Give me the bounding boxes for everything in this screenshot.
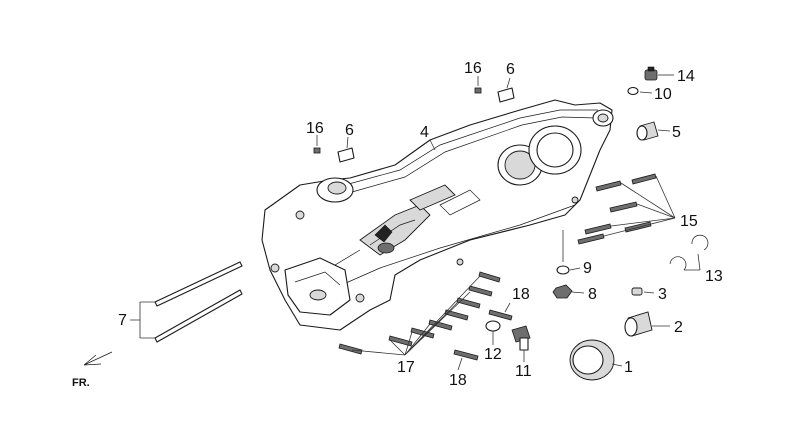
clip-6b <box>337 147 355 163</box>
bolt-16b <box>313 147 321 154</box>
callout-15: 15 <box>680 213 698 230</box>
bolts-18a <box>488 309 513 321</box>
callout-3: 3 <box>658 286 667 303</box>
circlips-13 <box>669 234 709 271</box>
front-label: FR. <box>72 377 90 389</box>
callout-18a: 18 <box>512 286 530 303</box>
callout-7: 7 <box>118 312 127 329</box>
callout-18b: 18 <box>449 372 467 389</box>
callout-17: 17 <box>397 359 415 376</box>
callout-6a: 6 <box>506 61 515 78</box>
washer-9 <box>556 265 570 275</box>
nut-8 <box>552 284 573 299</box>
washer-12 <box>485 320 501 332</box>
callout-16a: 16 <box>464 60 482 77</box>
oil-seal-1 <box>569 339 615 381</box>
callout-16b: 16 <box>306 120 324 137</box>
bolt-16a <box>474 87 482 94</box>
callout-11: 11 <box>515 363 532 380</box>
drain-plug-11 <box>511 325 531 351</box>
clip-6a <box>497 87 515 103</box>
callout-4: 4 <box>420 124 429 141</box>
callout-12: 12 <box>484 346 502 363</box>
bolts-15 <box>577 173 657 245</box>
bolts-18b <box>453 349 479 361</box>
dowel-3 <box>631 287 643 296</box>
callout-6b: 6 <box>345 122 354 139</box>
callout-1: 1 <box>624 359 633 376</box>
bushing-5 <box>636 121 659 141</box>
callout-2: 2 <box>674 319 683 336</box>
front-direction-indicator: FR. <box>72 351 113 389</box>
callout-labels: 1 2 3 4 5 6 6 7 8 9 10 11 12 13 14 15 16… <box>118 60 723 389</box>
crankcase-cover <box>261 99 614 331</box>
bushing-2 <box>624 311 653 337</box>
callout-9: 9 <box>583 260 592 277</box>
leader-lines <box>130 74 701 371</box>
callout-8: 8 <box>588 286 597 303</box>
callout-13: 13 <box>705 268 723 285</box>
callout-5: 5 <box>672 124 681 141</box>
plug-14 <box>644 66 658 81</box>
callout-10: 10 <box>654 86 672 103</box>
o-ring-10 <box>627 86 639 96</box>
studs <box>154 261 243 343</box>
callout-14: 14 <box>677 68 695 85</box>
